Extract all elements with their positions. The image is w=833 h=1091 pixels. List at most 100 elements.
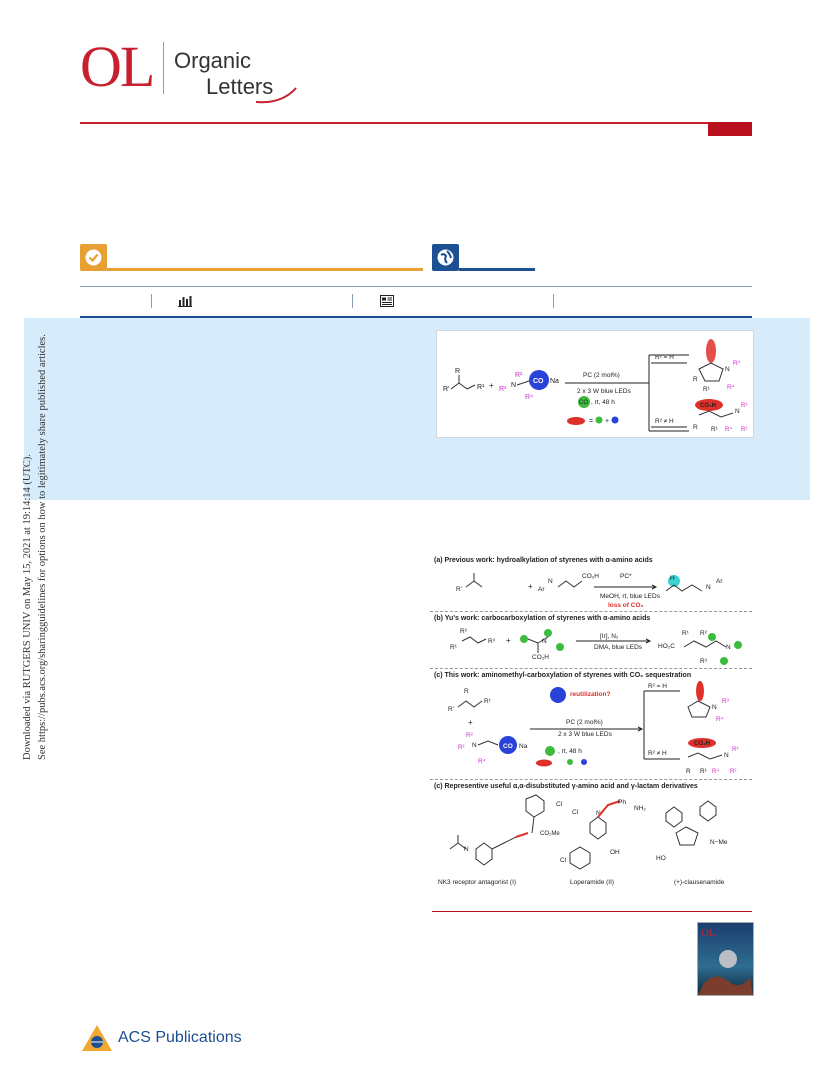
- panel-a-conditions: MeOH, rt, blue LEDs: [600, 593, 660, 600]
- panel-divider: [430, 779, 752, 780]
- check-circle-icon[interactable]: [80, 244, 107, 271]
- svg-text:R: R: [455, 368, 460, 375]
- svg-text:R⁴: R⁴: [727, 384, 735, 391]
- svg-text:N: N: [542, 638, 547, 645]
- metrics-bottom-rule: [80, 316, 752, 318]
- toc-r2-h: R² = H: [655, 354, 674, 361]
- svg-text:R⁴: R⁴: [478, 758, 486, 765]
- svg-text:N: N: [706, 584, 711, 591]
- metrics-separator: [352, 294, 353, 308]
- article-icon[interactable]: [380, 295, 394, 307]
- svg-text:R: R: [686, 768, 691, 775]
- svg-text:R¹: R¹: [682, 630, 690, 637]
- panel-a-title: (a) Previous work: hydroalkylation of st…: [434, 557, 653, 564]
- logo-divider: [163, 42, 164, 94]
- toc-graphic[interactable]: R' R R¹ + R³ N R² R⁴ CO Na PC (2 mol%) 2…: [436, 330, 754, 438]
- panel-b-title: (b) Yu's work: carbocarboxylation of sty…: [434, 615, 651, 622]
- header-rule: [80, 122, 752, 124]
- svg-text:N: N: [712, 704, 717, 711]
- panel-c-r2-not-h: R² ≠ H: [648, 750, 667, 757]
- svg-text:R⁴: R⁴: [525, 394, 533, 401]
- scheme-figure[interactable]: (a) Previous work: hydroalkylation of st…: [430, 553, 752, 893]
- svg-text:N: N: [724, 752, 729, 759]
- svg-text:R³: R³: [488, 638, 496, 645]
- compound-1-label: NK3 receptor antagonist (I): [438, 879, 517, 886]
- svg-text:R²: R²: [741, 427, 747, 433]
- compound-nme: N−Me: [710, 839, 728, 846]
- toc-condition-3-rest: , rt, 48 h: [591, 399, 615, 406]
- svg-text:R⁴: R⁴: [712, 768, 719, 775]
- svg-text:+: +: [468, 718, 473, 727]
- compound-oh: OH: [610, 849, 620, 856]
- bar-chart-icon[interactable]: [178, 295, 192, 307]
- svg-text:R³: R³: [733, 360, 741, 367]
- metrics-separator: [553, 294, 554, 308]
- svg-text:N: N: [735, 408, 740, 415]
- toc-co2h: CO₂H: [700, 403, 716, 409]
- journal-name-line1: Organic: [174, 48, 252, 73]
- compound-cl-1: Cl: [556, 801, 563, 808]
- figure-rule: [432, 911, 752, 912]
- svg-text:R²: R²: [730, 769, 736, 775]
- svg-text:N: N: [472, 742, 477, 749]
- svg-text:R²: R²: [700, 630, 708, 637]
- logo-swoosh-icon: [255, 87, 297, 104]
- toc-r2-not-h: R² ≠ H: [655, 418, 674, 425]
- panel-b-catalyst: [Ir], N₂: [600, 633, 619, 640]
- svg-text:R⁴: R⁴: [725, 426, 732, 433]
- compound-cl-3: Cl: [560, 857, 567, 864]
- svg-text:R¹: R¹: [458, 744, 466, 751]
- panel-c-r2-h: R² = H: [648, 683, 667, 690]
- compound-cl-2: Cl: [572, 809, 579, 816]
- svg-text:N: N: [726, 644, 731, 651]
- svg-text:R³: R³: [499, 386, 507, 393]
- svg-text:+: +: [506, 636, 511, 645]
- svg-text:R²: R²: [515, 372, 523, 379]
- journal-cover-thumbnail[interactable]: OL: [697, 922, 754, 996]
- svg-text:R¹: R¹: [711, 426, 719, 433]
- toc-condition-1: PC (2 mol%): [583, 372, 620, 379]
- svg-text:R': R': [448, 706, 454, 713]
- download-stamp: Downloaded via RUTGERS UNIV on May 15, 2…: [20, 334, 50, 760]
- svg-text:CO₂H: CO₂H: [694, 741, 710, 747]
- svg-text:+: +: [489, 381, 494, 390]
- compound-nh2: NH₂: [634, 805, 646, 812]
- panel-b-conditions: DMA, blue LEDs: [594, 644, 643, 651]
- panel-divider: [430, 611, 752, 612]
- panel-a-reagent: CO₂H: [582, 573, 599, 580]
- journal-logo-abbrev: OL: [80, 34, 155, 99]
- publisher-name: ACS Publications: [118, 1029, 242, 1046]
- svg-text:Ar: Ar: [716, 578, 723, 585]
- acs-logo-icon: [82, 1025, 112, 1051]
- toc-condition-2: 2 x 3 W blue LEDs: [577, 388, 632, 395]
- journal-name-line2: Letters: [206, 74, 274, 99]
- panel-c-conditions: , rt, 48 h: [558, 748, 582, 755]
- panel-c-leds: 2 x 3 W blue LEDs: [558, 731, 612, 738]
- open-access-bar: [107, 268, 423, 271]
- svg-text:R: R: [464, 688, 469, 695]
- svg-text:R³: R³: [722, 698, 730, 705]
- svg-text:N: N: [596, 810, 601, 817]
- svg-text:OL: OL: [701, 927, 716, 939]
- panel-a-loss-co2: loss of CO₂: [608, 602, 644, 609]
- svg-text:R¹: R¹: [703, 386, 711, 393]
- globe-icon[interactable]: [432, 244, 459, 271]
- panel-c-catalyst: PC (2 mol%): [566, 719, 603, 726]
- metrics-separator: [151, 294, 152, 308]
- svg-text:N: N: [511, 382, 516, 389]
- svg-text:R²: R²: [466, 732, 474, 739]
- svg-text:R³: R³: [732, 747, 738, 753]
- panel-a-catalyst: PC*: [620, 573, 632, 580]
- svg-text:R²: R²: [460, 628, 468, 635]
- toc-na-label: Na: [550, 378, 559, 385]
- svg-text:R¹: R¹: [700, 768, 708, 775]
- svg-text:R¹: R¹: [450, 644, 458, 651]
- panel-divider: [430, 668, 752, 669]
- compound-ho: HO: [656, 855, 666, 862]
- toc-legend-eq: =: [589, 418, 593, 425]
- header-accent-block: [708, 122, 752, 136]
- svg-text:R': R': [443, 386, 449, 393]
- svg-text:R³: R³: [741, 403, 747, 409]
- compound-2-label: Loperamide (II): [570, 879, 615, 886]
- toc-condition-3: CO: [579, 400, 588, 406]
